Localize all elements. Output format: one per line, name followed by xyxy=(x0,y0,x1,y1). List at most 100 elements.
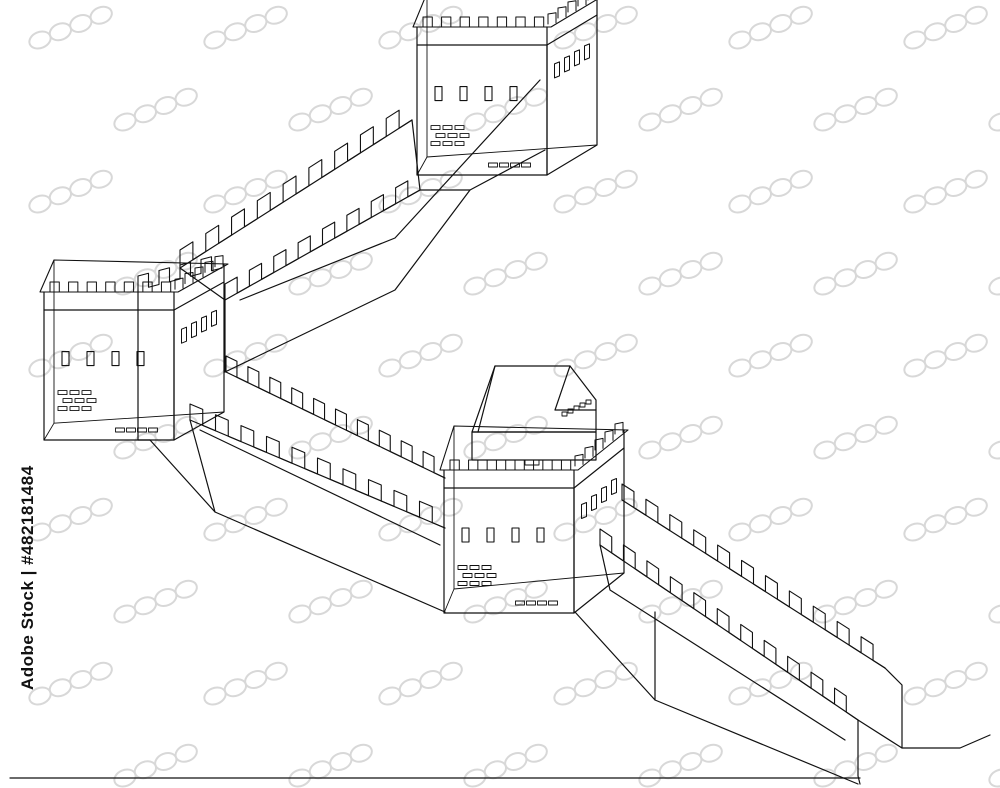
wall-segments xyxy=(149,79,903,785)
tower-left-side-battlement xyxy=(137,256,223,291)
brick-mark xyxy=(430,141,441,147)
brick-mark xyxy=(430,125,441,131)
wall-c-end xyxy=(857,667,903,785)
brick-mark xyxy=(515,600,525,606)
wall-c-outer-battlement xyxy=(621,483,886,669)
tower-merlon xyxy=(542,459,553,471)
tower-merlon xyxy=(49,281,60,293)
wall-a-walkway xyxy=(239,79,541,301)
tower-side-window xyxy=(581,502,587,519)
tower-window xyxy=(434,86,443,102)
tower-merlon xyxy=(68,281,79,293)
wall-c-inner-top xyxy=(599,544,859,721)
tower-merlon xyxy=(560,459,572,471)
brick-mark xyxy=(137,427,147,433)
brick-mark xyxy=(69,390,80,396)
tower-side-window xyxy=(211,309,217,327)
tower-merlon xyxy=(459,16,470,28)
wall-b-inner-battlement xyxy=(189,403,446,529)
brick-mark xyxy=(488,162,498,168)
tower-side-face xyxy=(173,281,225,441)
wall-a-outer-battlement xyxy=(179,109,413,269)
tower-left-corner-edge xyxy=(137,289,151,441)
pavilion-tile xyxy=(579,402,586,408)
tower-side-merlon xyxy=(204,260,214,273)
ground-line xyxy=(9,734,991,779)
tower-back-edge xyxy=(53,411,225,424)
tower-side-window xyxy=(584,43,590,61)
wall-b-inner-top xyxy=(189,419,446,529)
tower-side-merlon xyxy=(604,429,614,443)
tower-back-edge xyxy=(426,144,598,158)
brick-mark xyxy=(86,398,97,404)
tower-window xyxy=(536,527,545,543)
tower-side-window xyxy=(191,321,197,339)
tower-merlon xyxy=(449,459,460,471)
wall-b-corner xyxy=(189,419,216,513)
tower-back-edge xyxy=(43,259,55,441)
brick-mark xyxy=(442,141,453,147)
wall-c-base xyxy=(574,611,859,785)
tower-side-merlon xyxy=(594,437,604,451)
tower-merlon xyxy=(468,459,479,471)
wall-b-outer-battlement xyxy=(225,355,446,479)
brick-mark xyxy=(74,398,85,404)
wall-a-top-end xyxy=(411,119,471,191)
pavilion-tile xyxy=(567,408,574,414)
tower-window xyxy=(86,351,95,367)
brick-mark xyxy=(481,565,492,570)
tower-window xyxy=(136,351,145,367)
tower-window xyxy=(511,527,520,543)
tower-side-merlon xyxy=(214,255,224,268)
tower-merlon xyxy=(505,459,516,471)
tower-front-face xyxy=(43,309,175,441)
tower-middle xyxy=(439,421,629,614)
brick-mark xyxy=(457,565,468,570)
brick-mark xyxy=(548,600,558,606)
tower-side-merlon xyxy=(577,0,587,7)
tower-window xyxy=(484,86,493,102)
tower-side-window xyxy=(591,494,597,511)
brick-mark xyxy=(81,406,92,412)
ground-line-right xyxy=(901,734,991,749)
tower-side-window xyxy=(564,55,570,73)
pavilion-tile xyxy=(573,405,580,411)
tower-side-window xyxy=(601,486,607,503)
brick-mark xyxy=(521,162,531,168)
tower-window xyxy=(486,527,495,543)
tower-side-merlon xyxy=(567,0,577,13)
tower-side-window xyxy=(181,326,187,344)
tower-merlon xyxy=(160,281,172,293)
brick-mark xyxy=(457,581,468,586)
brick-mark xyxy=(69,406,80,412)
brick-mark xyxy=(469,581,480,586)
stock-id-label: Adobe Stock | #482181484 xyxy=(18,465,37,690)
tower-window xyxy=(459,86,468,102)
tower-front-face xyxy=(416,44,548,176)
brick-mark xyxy=(486,573,497,578)
tower-merlon xyxy=(533,16,545,28)
pavilion-roof-edge xyxy=(477,365,496,433)
tower-merlon xyxy=(496,16,508,28)
brick-mark xyxy=(499,162,509,168)
tower-side-window xyxy=(574,49,580,67)
wall-a-inner-top xyxy=(224,189,421,301)
brick-mark xyxy=(469,565,480,570)
pavilion-roof xyxy=(471,365,597,433)
watch-towers xyxy=(39,0,629,614)
brick-mark xyxy=(126,427,136,433)
brick-mark xyxy=(57,390,68,396)
tower-merlon xyxy=(422,16,433,28)
tower-side-merlon xyxy=(174,277,184,290)
tower-merlon xyxy=(486,459,497,471)
wall-a-base xyxy=(224,149,546,373)
tower-window xyxy=(111,351,120,367)
brick-mark xyxy=(462,573,473,578)
middle-tower-pavilion xyxy=(471,365,597,466)
tower-top xyxy=(412,0,598,176)
tower-back-edge xyxy=(416,0,428,176)
wall-b-walkway xyxy=(199,429,441,546)
wall-c-outer-top xyxy=(621,499,886,669)
